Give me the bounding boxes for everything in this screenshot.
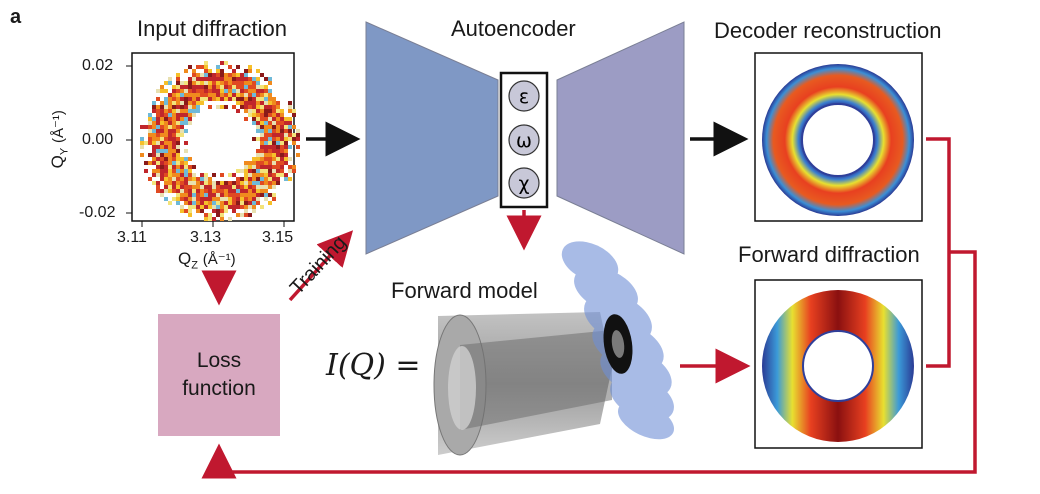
- y-tick-label: 0.00: [82, 131, 114, 148]
- input-diffraction-plot: [126, 52, 300, 227]
- forward-model-title: Forward model: [391, 278, 538, 303]
- y-axis-label: QY (Å⁻¹): [47, 110, 71, 169]
- decoder-shape: [556, 21, 685, 255]
- connector-reconstruction-forward: [926, 137, 951, 368]
- latent-node-epsilon: [508, 80, 540, 112]
- latent-node-omega: [508, 124, 540, 156]
- decoder-reconstruction-title: Decoder reconstruction: [714, 18, 942, 43]
- loss-line-2: function: [182, 377, 256, 400]
- loss-function-box: Loss function: [158, 314, 280, 436]
- x-tick-label: 3.15: [262, 229, 294, 246]
- latent-symbol-omega: ω: [516, 130, 532, 152]
- encoder-shape: [365, 21, 499, 255]
- autoencoder-title: Autoencoder: [451, 16, 576, 41]
- latent-node-chi: [508, 167, 540, 199]
- loss-line-1: Loss: [196, 349, 242, 372]
- x-tick-label: 3.11: [117, 229, 147, 246]
- y-tick-label: -0.02: [79, 204, 116, 221]
- y-tick-label: 0.02: [82, 57, 114, 74]
- latent-symbol-epsilon: ε: [519, 86, 529, 108]
- forward-diffraction-title: Forward diffraction: [738, 242, 920, 267]
- arrow-training: [288, 230, 354, 302]
- arrow-feedback-to-loss: [201, 250, 977, 479]
- latent-symbol-chi: χ: [519, 173, 530, 195]
- forward-model-illustration: [433, 241, 675, 456]
- x-tick-label: 3.13: [190, 229, 222, 246]
- forward-model-formula: I(Q) =: [326, 348, 421, 383]
- input-diffraction-title: Input diffraction: [137, 16, 288, 41]
- forward-diffraction-image: [754, 279, 923, 449]
- speckle-ring: [140, 61, 300, 221]
- decoder-reconstruction-image: [754, 52, 923, 222]
- panel-label: a: [10, 6, 22, 28]
- x-axis-label: QZ (Å⁻¹): [178, 249, 236, 272]
